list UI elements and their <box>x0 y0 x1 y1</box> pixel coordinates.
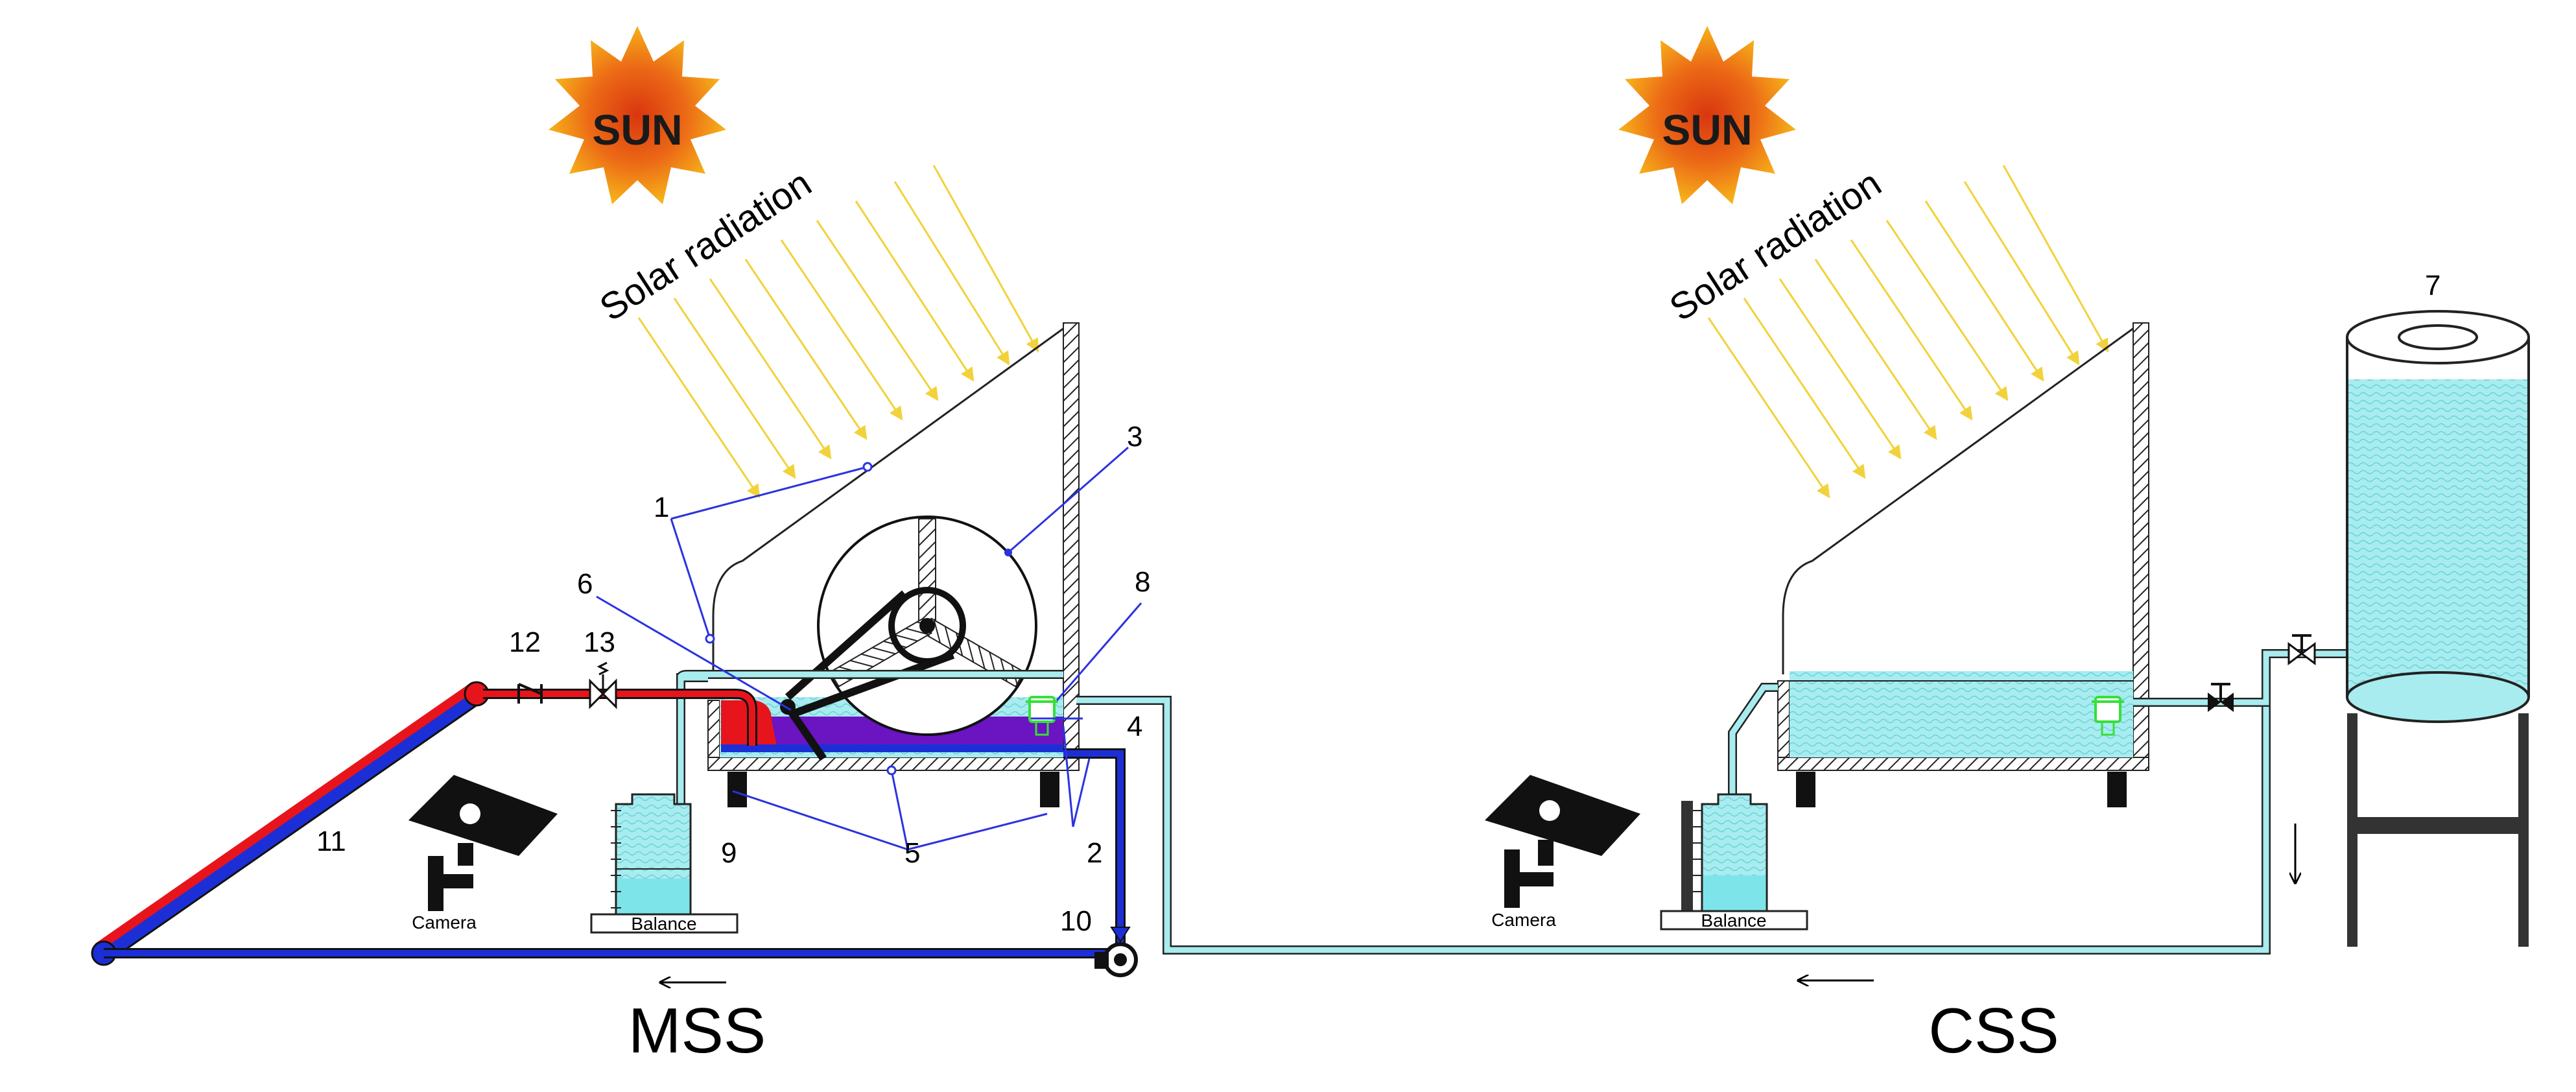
drive-belt <box>785 590 955 761</box>
sun-right: SUN <box>1618 26 1796 204</box>
component-4: 4 <box>1127 711 1142 742</box>
component-1: 1 <box>654 492 669 523</box>
sun-icon <box>549 26 726 204</box>
back-wall <box>2133 322 2149 771</box>
sun-icon <box>1618 26 1796 204</box>
component-10: 10 <box>1060 905 1092 937</box>
balance-css <box>1660 910 1808 931</box>
solar-radiation-right: Solar radiation <box>1662 162 2109 499</box>
sun-left: SUN <box>549 26 726 204</box>
hot-cold-mixing-layer <box>721 717 1063 752</box>
camera-label-mss: Camera <box>412 912 477 932</box>
component-7: 7 <box>2425 270 2440 302</box>
support-leg-right <box>1040 772 1059 807</box>
support-leg-left <box>1796 772 1815 807</box>
drive-pulley <box>780 699 796 715</box>
check-valve <box>517 683 543 704</box>
basin-left-wall <box>1777 680 1790 766</box>
balance-label-mss: Balance <box>631 914 696 934</box>
tank-outlet-valve <box>2287 634 2316 665</box>
component-11: 11 <box>316 825 346 857</box>
support-leg-right <box>2107 772 2127 807</box>
support-leg-left <box>727 772 747 807</box>
relief-valve <box>589 661 617 709</box>
glass-cover <box>712 322 1072 678</box>
solar-still-mss <box>707 322 1080 807</box>
balance-label-css: Balance <box>1701 910 1766 931</box>
float-valve-mss <box>1026 696 1058 736</box>
circulation-pump <box>1094 942 1138 977</box>
glass-cover <box>1782 322 2142 674</box>
camera-icon <box>1485 775 1640 856</box>
component-13: 13 <box>584 626 615 658</box>
mss-label: MSS <box>628 995 766 1066</box>
sun-label: SUN <box>592 106 682 154</box>
rotating-drum <box>817 516 1037 736</box>
basin-floor <box>1777 757 2149 771</box>
cold-water-layer <box>721 744 1063 752</box>
css-label: CSS <box>1928 995 2059 1066</box>
component-12: 12 <box>509 626 541 658</box>
mss-system: SUN Solar radiation <box>91 26 2286 1066</box>
solar-radiation-left: Solar radiation <box>593 162 1039 499</box>
camera-css: Camera <box>1485 775 1640 930</box>
leader-lines-mss <box>596 446 1142 851</box>
hot-water-pipe <box>483 689 757 746</box>
cold-water-return-pipe <box>104 748 1131 958</box>
component-8: 8 <box>1135 566 1150 598</box>
solar-still-css <box>1777 322 2149 807</box>
sun-label: SUN <box>1662 106 1752 154</box>
measuring-cylinder-mss: Balance <box>590 793 739 934</box>
control-valve-css <box>2208 683 2234 712</box>
component-9: 9 <box>721 837 737 869</box>
storage-tank <box>2346 310 2530 947</box>
camera-mss: Camera <box>408 775 558 932</box>
component-3: 3 <box>1127 421 1142 453</box>
float-valve-css <box>2092 696 2124 736</box>
component-6: 6 <box>577 568 593 600</box>
measuring-cylinder-css: Balance <box>1660 793 1808 931</box>
component-2: 2 <box>1087 837 1102 869</box>
basin-water <box>1790 671 2133 757</box>
css-system: SUN Solar radiation <box>1485 26 2530 1066</box>
camera-label-css: Camera <box>1491 910 1556 930</box>
component-5: 5 <box>904 837 920 869</box>
balance-mss <box>590 913 739 934</box>
basin-left-wall <box>707 700 720 766</box>
camera-icon <box>408 775 558 856</box>
solar-collector <box>91 681 490 966</box>
